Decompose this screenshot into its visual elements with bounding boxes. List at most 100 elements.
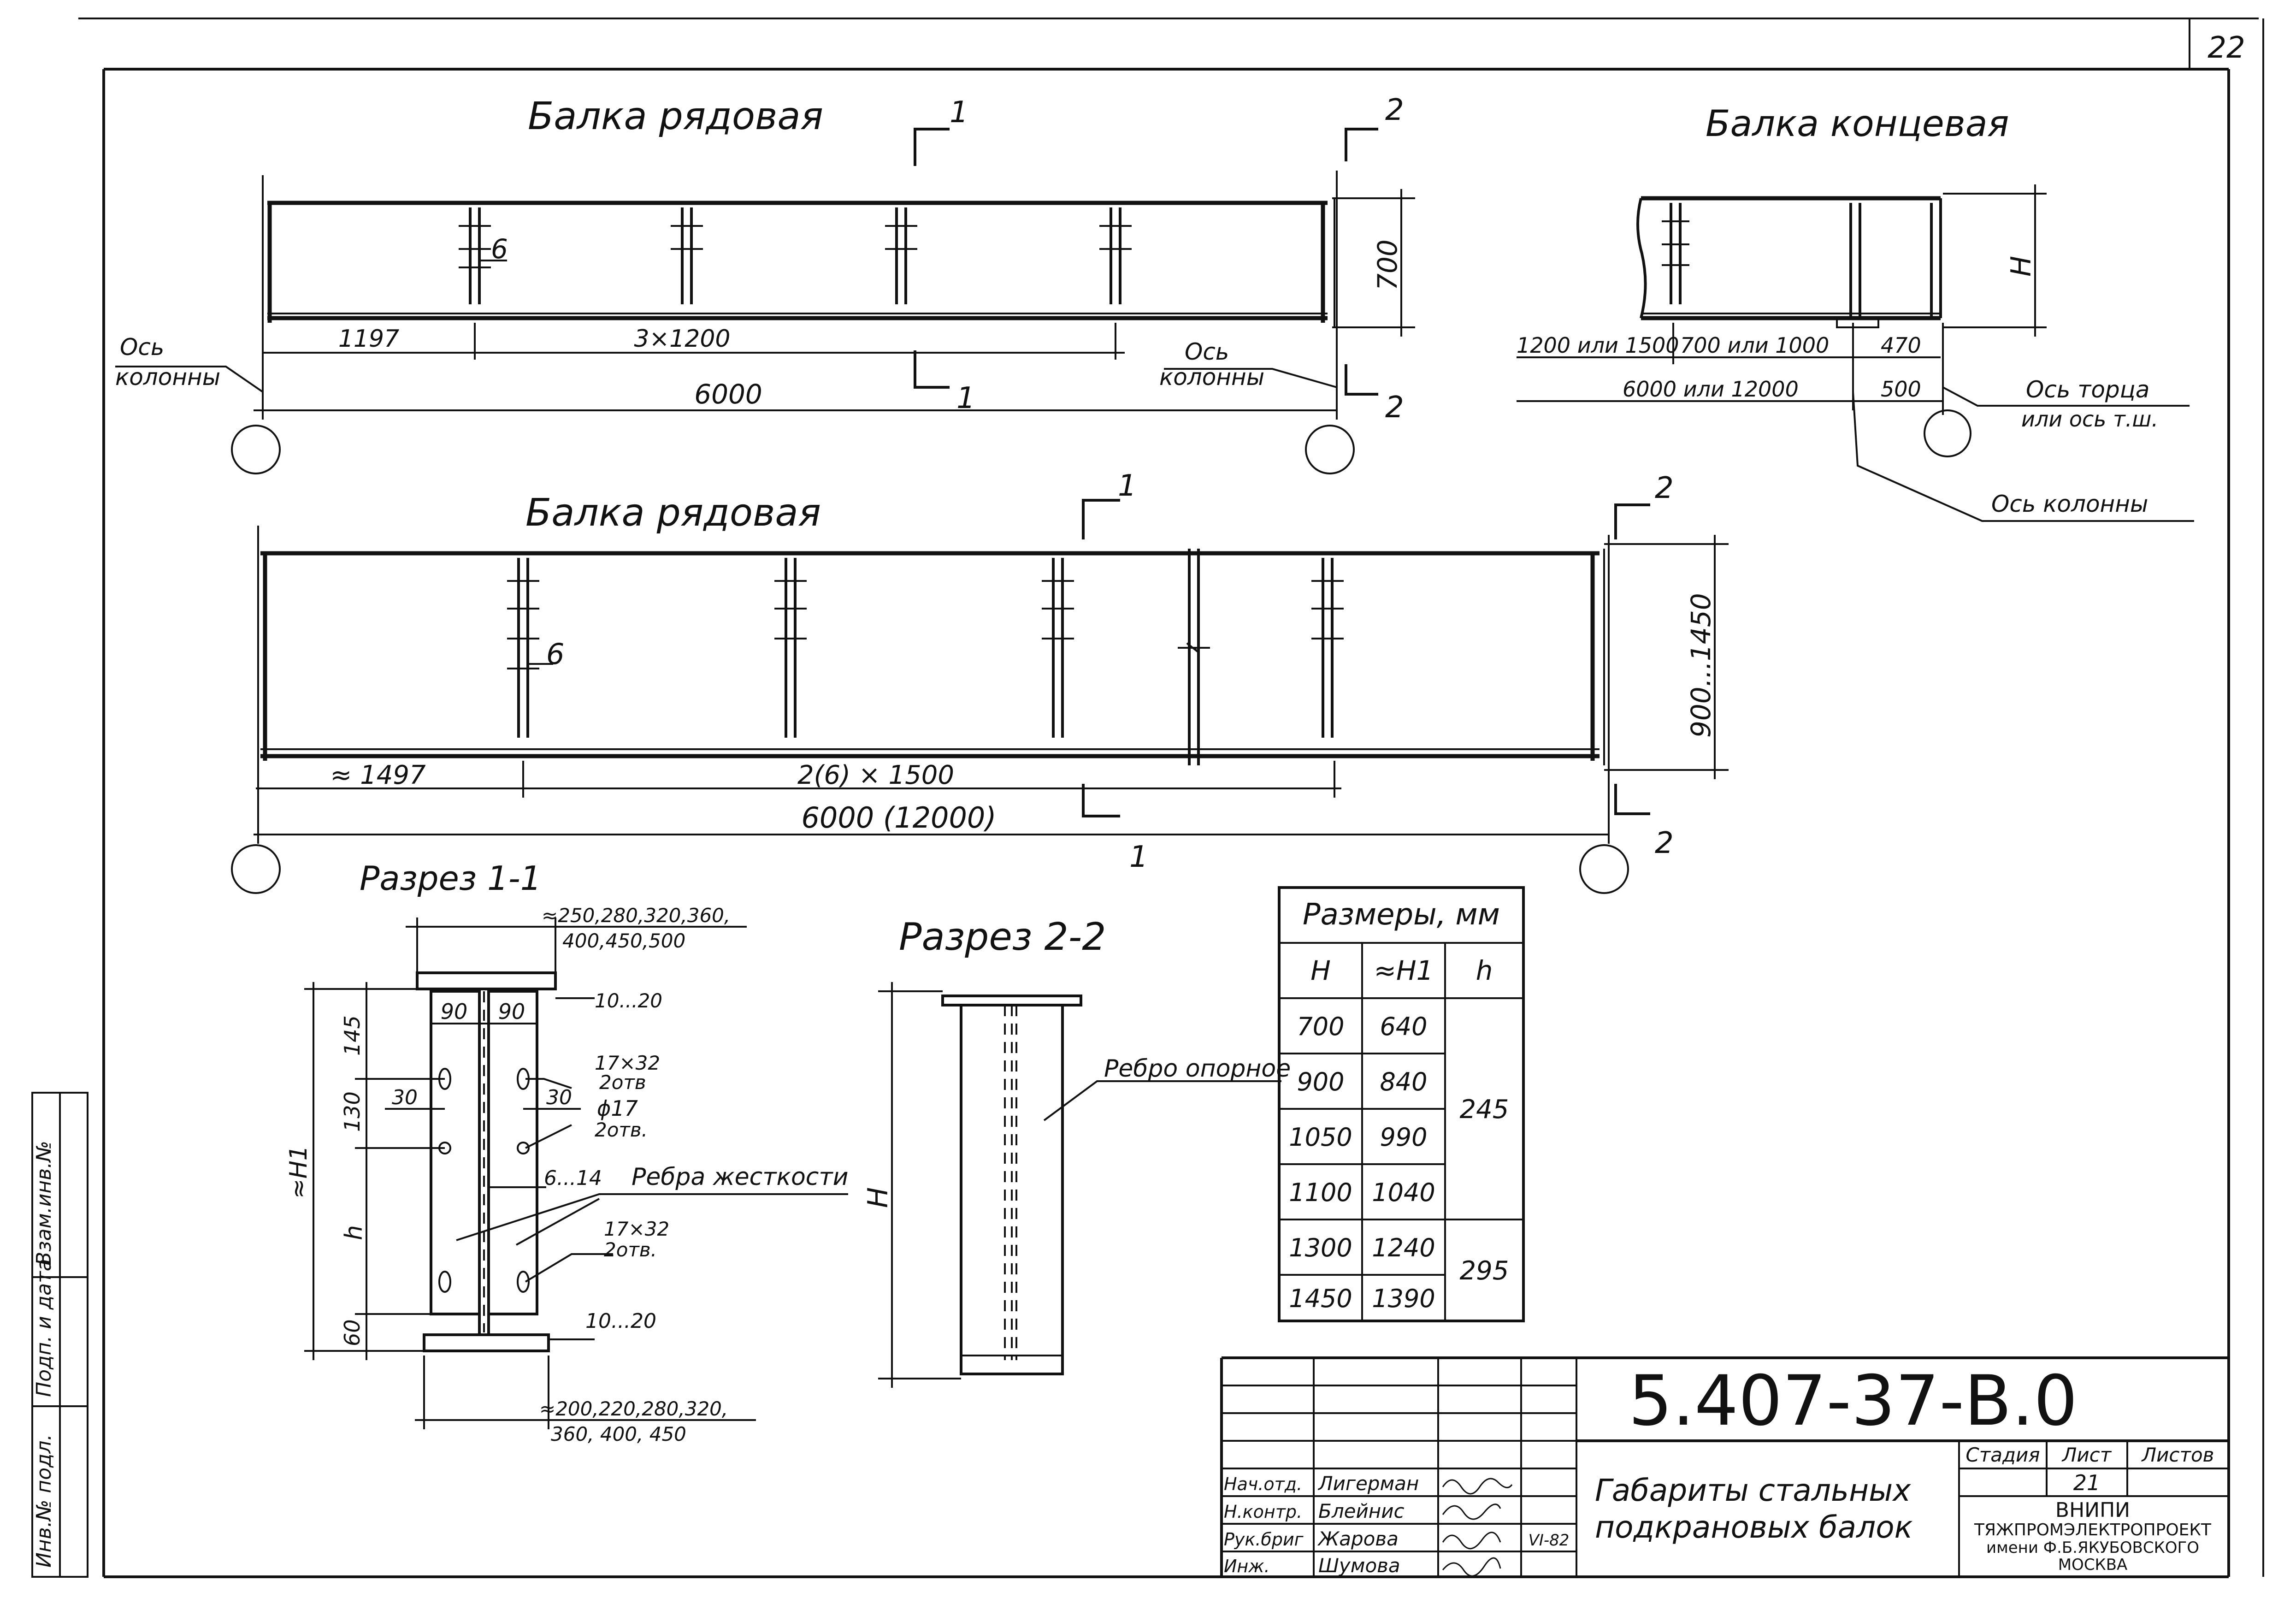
- dims-table-cell: 1300: [1289, 1233, 1352, 1262]
- beam-top-axis-left-1: Ось: [120, 334, 164, 361]
- dims-table-cell: 1450: [1289, 1284, 1352, 1313]
- beam-long-stiffener-t: 6: [546, 637, 564, 671]
- beam-long-height: 900...1450: [1685, 593, 1717, 738]
- dims-table-cell: 990: [1380, 1123, 1427, 1152]
- s11-dh: h: [340, 1225, 368, 1240]
- beam-end-height: H: [2005, 256, 2037, 277]
- s11-hole1-a: 17×32: [595, 1052, 660, 1074]
- beam-top-axis-right-1: Ось: [1185, 338, 1229, 365]
- beam-top-axis-left-2: колонны: [115, 364, 220, 391]
- margin-inv-orig: Инв.№ подл.: [32, 1434, 56, 1568]
- stamp-name: Шумова: [1318, 1554, 1400, 1577]
- beam-long-drawing: [231, 499, 1729, 894]
- beam-top-span: 6000: [694, 379, 762, 410]
- signatures: [1442, 1478, 1513, 1577]
- s11-flange-t-top: 10...20: [595, 989, 662, 1012]
- s11-w2: 90: [498, 999, 525, 1024]
- beam-top-dim-first: 1197: [338, 325, 399, 353]
- stamp-role: Н.контр.: [1224, 1502, 1302, 1522]
- beam-top-height: 700: [1372, 239, 1403, 290]
- dims-table-cell: 1240: [1372, 1233, 1435, 1262]
- dims-table-h-group2: 295: [1460, 1256, 1509, 1286]
- margin-sign-date: Подп. и дата: [32, 1259, 56, 1397]
- stamp-name: Жарова: [1317, 1527, 1399, 1550]
- dims-table-header-h: h: [1476, 955, 1493, 986]
- s11-d130: 130: [340, 1091, 365, 1132]
- beam-top-title: Балка рядовая: [528, 95, 823, 138]
- stamp-name: Лигерман: [1317, 1472, 1419, 1495]
- beam-top-drawing: [115, 128, 1415, 474]
- dims-table-title: Размеры, мм: [1303, 898, 1500, 932]
- sheet-frame: [78, 18, 2264, 1578]
- s11-bot-flange-2: 360, 400, 450: [551, 1423, 686, 1445]
- dims-table-cell: 700: [1297, 1012, 1344, 1041]
- title-block: [1220, 1356, 2229, 1577]
- beam-long-cut2-bottom: 2: [1655, 826, 1674, 860]
- beam-long-cut1-top: 1: [1118, 469, 1137, 503]
- margin-stamp: [31, 1092, 89, 1578]
- dims-table-cell: 1040: [1372, 1178, 1435, 1207]
- s11-d30a: 30: [392, 1086, 418, 1109]
- s11-hole1-b: 2отв: [599, 1071, 646, 1094]
- stamp-role: Нач.отд.: [1224, 1474, 1302, 1494]
- beam-top-dim-middle: 3×1200: [634, 325, 731, 353]
- s11-dH1: ≈H1: [285, 1145, 313, 1199]
- beam-top-cut1-top: 1: [950, 95, 968, 130]
- stamp-org-3: имени Ф.Б.ЯКУБОВСКОГО: [1986, 1539, 2199, 1557]
- beam-end-title: Балка концевая: [1706, 103, 2009, 145]
- doc-code: 5.407-37-В.0: [1629, 1361, 2078, 1441]
- beam-top-stiffener-t: 6: [491, 233, 508, 265]
- s11-hole3-a: 17×32: [604, 1218, 669, 1240]
- dims-table-cell: 900: [1297, 1067, 1344, 1096]
- stamp-sheet-value: 21: [2073, 1470, 2101, 1495]
- stamp-role: Рук.бриг: [1224, 1529, 1304, 1550]
- stamp-stage-header: Стадия: [1965, 1444, 2040, 1466]
- beam-end-axis-end-2: или ось т.ш.: [2021, 407, 2158, 432]
- dims-table-cell: 1100: [1289, 1178, 1352, 1207]
- s22-rib: Ребро опорное: [1104, 1055, 1291, 1083]
- doc-title-line2: подкрановых балок: [1595, 1510, 1913, 1545]
- s11-hole3-b: 2отв.: [604, 1238, 657, 1261]
- beam-long-dim-first: ≈ 1497: [330, 760, 426, 790]
- dims-table-h-group1: 245: [1460, 1095, 1509, 1125]
- dims-table-header-H: H: [1310, 955, 1331, 986]
- stamp-date: VI-82: [1529, 1531, 1570, 1550]
- s11-ribs: Ребра жесткости: [632, 1163, 848, 1191]
- beam-end-dim-b: 700 или 1000: [1680, 333, 1829, 358]
- s11-d145: 145: [340, 1015, 365, 1056]
- beam-end-dim-span: 6000 или 12000: [1623, 377, 1799, 402]
- beam-end-dim-end: 500: [1881, 377, 1921, 402]
- s11-w1: 90: [441, 999, 468, 1024]
- s11-web-t: 6...14: [544, 1166, 602, 1190]
- doc-title-line1: Габариты стальных: [1595, 1473, 1911, 1508]
- beam-top-axis-right-2: колонны: [1159, 364, 1264, 391]
- stamp-org-1: ВНИПИ: [2055, 1498, 2130, 1522]
- s11-bot-flange-1: ≈200,220,280,320,: [539, 1397, 728, 1420]
- dims-table-header-H1: ≈H1: [1374, 955, 1433, 986]
- s22-height: H: [862, 1187, 894, 1208]
- dims-table-cell: 640: [1380, 1012, 1427, 1041]
- dims-table-cell: 840: [1380, 1067, 1427, 1096]
- beam-long-title: Балка рядовая: [525, 491, 821, 535]
- s11-top-flange-2: 400,450,500: [562, 929, 685, 952]
- s11-d60: 60: [340, 1319, 365, 1346]
- beam-long-span: 6000 (12000): [801, 801, 996, 835]
- s11-hole2-a: ϕ17: [597, 1096, 638, 1121]
- stamp-name: Блейнис: [1318, 1500, 1405, 1522]
- beam-end-dim-c: 470: [1881, 333, 1921, 358]
- beam-top-cut1-bottom: 1: [956, 381, 975, 415]
- beam-long-cut1-bottom: 1: [1129, 840, 1148, 874]
- s11-d30b: 30: [546, 1086, 572, 1109]
- dims-table-cell: 1390: [1372, 1284, 1435, 1313]
- s11-top-flange-1: ≈250,280,320,360,: [542, 904, 730, 927]
- dims-table: [1278, 886, 1525, 1322]
- section11-title: Разрез 1-1: [360, 859, 542, 898]
- section22-drawing: [878, 982, 1281, 1388]
- stamp-org-4: МОСКВА: [2058, 1556, 2128, 1574]
- section22-title: Разрез 2-2: [899, 915, 1106, 959]
- s11-hole2-b: 2отв.: [595, 1119, 648, 1141]
- dims-table-cell: 1050: [1289, 1123, 1352, 1152]
- stamp-role: Инж.: [1224, 1556, 1270, 1576]
- beam-top-cut2-bottom: 2: [1385, 391, 1404, 425]
